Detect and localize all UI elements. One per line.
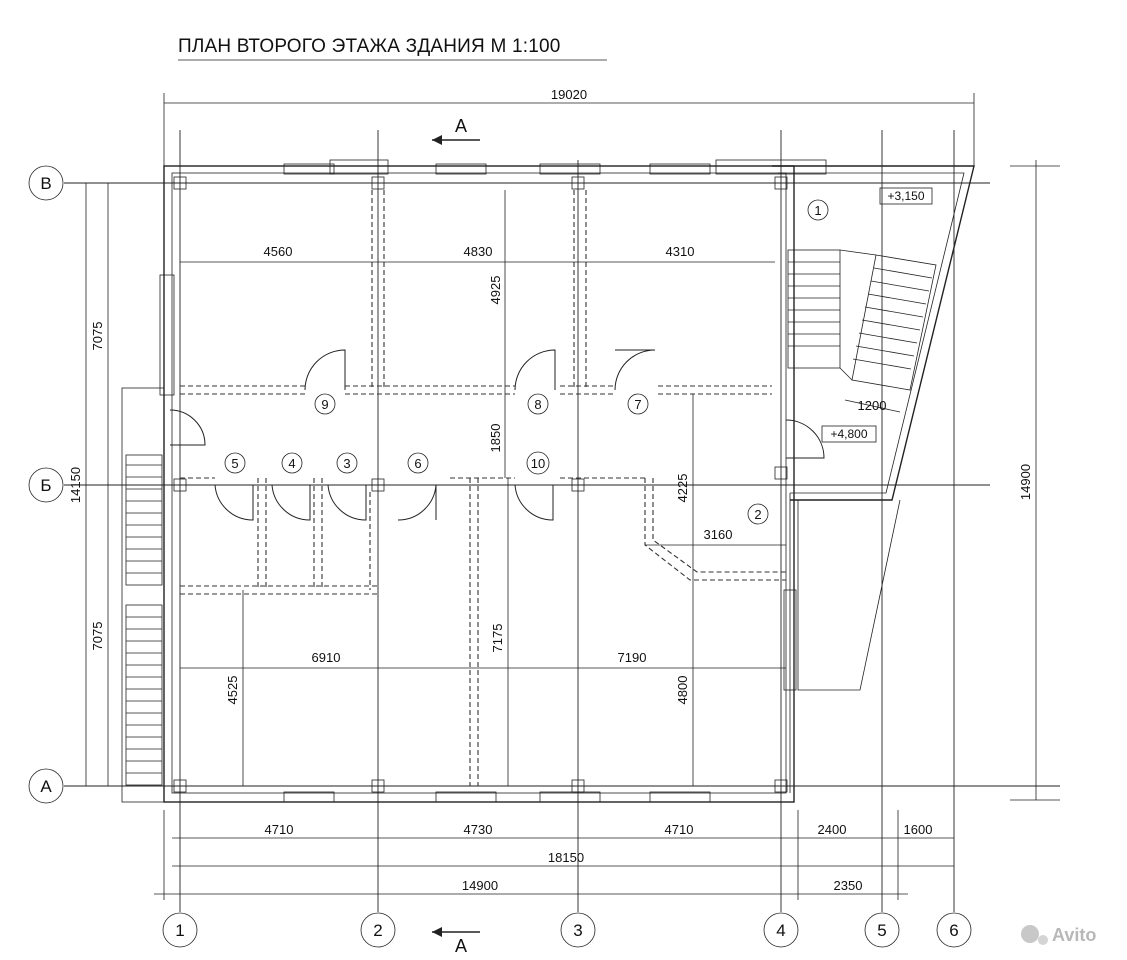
windows — [159, 159, 827, 803]
level-top: +3,150 — [887, 189, 924, 203]
dim-span-4-5: 2400 — [818, 822, 847, 837]
dim-chain-2: 14900 — [462, 878, 498, 893]
dim-chain-3: 2350 — [834, 878, 863, 893]
section-label-top: А — [455, 116, 467, 136]
dim-right-h: 4225 — [675, 474, 690, 503]
axis-label-2: 2 — [373, 921, 382, 940]
watermark-text: Avito — [1052, 925, 1096, 945]
dim-left-upper: 7075 — [90, 322, 105, 351]
axis-label-3: 3 — [573, 921, 582, 940]
axis-label-v: В — [40, 174, 51, 193]
outer-walls — [163, 165, 975, 803]
dimension-texts: 19020 4710 4730 4710 2400 1600 18150 149… — [68, 87, 1033, 893]
dim-lower-2: 7190 — [618, 650, 647, 665]
section-marks: А А — [432, 116, 480, 956]
dim-span-3-4: 4710 — [665, 822, 694, 837]
room-number-5: 5 — [231, 456, 238, 471]
dim-upper-height: 4925 — [488, 276, 503, 305]
room-numbers: 1 2 3 4 5 6 7 8 9 10 — [224, 199, 829, 525]
plan-title: ПЛАН ВТОРОГО ЭТАЖА ЗДАНИЯ М 1:100 — [178, 36, 561, 57]
partitions — [180, 190, 786, 786]
axis-label-5: 5 — [877, 921, 886, 940]
axis-label-1: 1 — [175, 921, 184, 940]
columns — [173, 176, 788, 793]
dim-chain-1: 18150 — [548, 850, 584, 865]
dim-span-2-3: 4730 — [464, 822, 493, 837]
dim-left-lower: 7075 — [90, 622, 105, 651]
dim-right-total: 14900 — [1018, 464, 1033, 500]
axis-label-4: 4 — [776, 921, 785, 940]
dim-lower-h1: 4525 — [225, 676, 240, 705]
dim-upper-2: 4830 — [464, 244, 493, 259]
room-number-9: 9 — [321, 397, 328, 412]
exterior-stair — [121, 387, 165, 803]
dim-stair-w: 1200 — [858, 398, 887, 413]
dim-lower-1: 6910 — [312, 650, 341, 665]
room-number-2: 2 — [754, 507, 761, 522]
watermark: Avito — [1021, 925, 1096, 945]
axis-label-b: Б — [40, 476, 51, 495]
grid-lines-horizontal — [64, 182, 1060, 787]
doors — [169, 349, 825, 521]
dimension-lines — [85, 93, 1060, 900]
room-number-1: 1 — [814, 203, 821, 218]
interior-stair — [787, 249, 937, 391]
dim-lower-h3: 4800 — [675, 676, 690, 705]
dim-upper-3: 4310 — [666, 244, 695, 259]
axis-markers-vertical: 1 2 3 4 5 6 — [162, 912, 972, 948]
axis-markers-horizontal: В Б А — [28, 165, 64, 804]
section-label-bottom: А — [455, 936, 467, 956]
level-middle: +4,800 — [830, 427, 867, 441]
dim-corridor: 1850 — [488, 424, 503, 453]
dim-lower-h2: 7175 — [490, 624, 505, 653]
dim-upper-1: 4560 — [264, 244, 293, 259]
dim-left-total: 14150 — [68, 467, 83, 503]
grid-lines-vertical — [179, 130, 955, 912]
room-number-6: 6 — [414, 456, 421, 471]
room-number-8: 8 — [534, 397, 541, 412]
room-number-7: 7 — [634, 397, 641, 412]
dim-span-5-6: 1600 — [904, 822, 933, 837]
dim-overall-top: 19020 — [551, 87, 587, 102]
dim-span-1-2: 4710 — [265, 822, 294, 837]
dim-right-w: 3160 — [704, 527, 733, 542]
axis-label-6: 6 — [949, 921, 958, 940]
room-number-3: 3 — [343, 456, 350, 471]
level-marks: +3,150 +4,800 — [821, 187, 933, 443]
room-number-10: 10 — [531, 456, 545, 471]
axis-label-a: А — [40, 777, 52, 796]
watermark-logo-icon — [1021, 925, 1039, 943]
room-number-4: 4 — [288, 456, 295, 471]
